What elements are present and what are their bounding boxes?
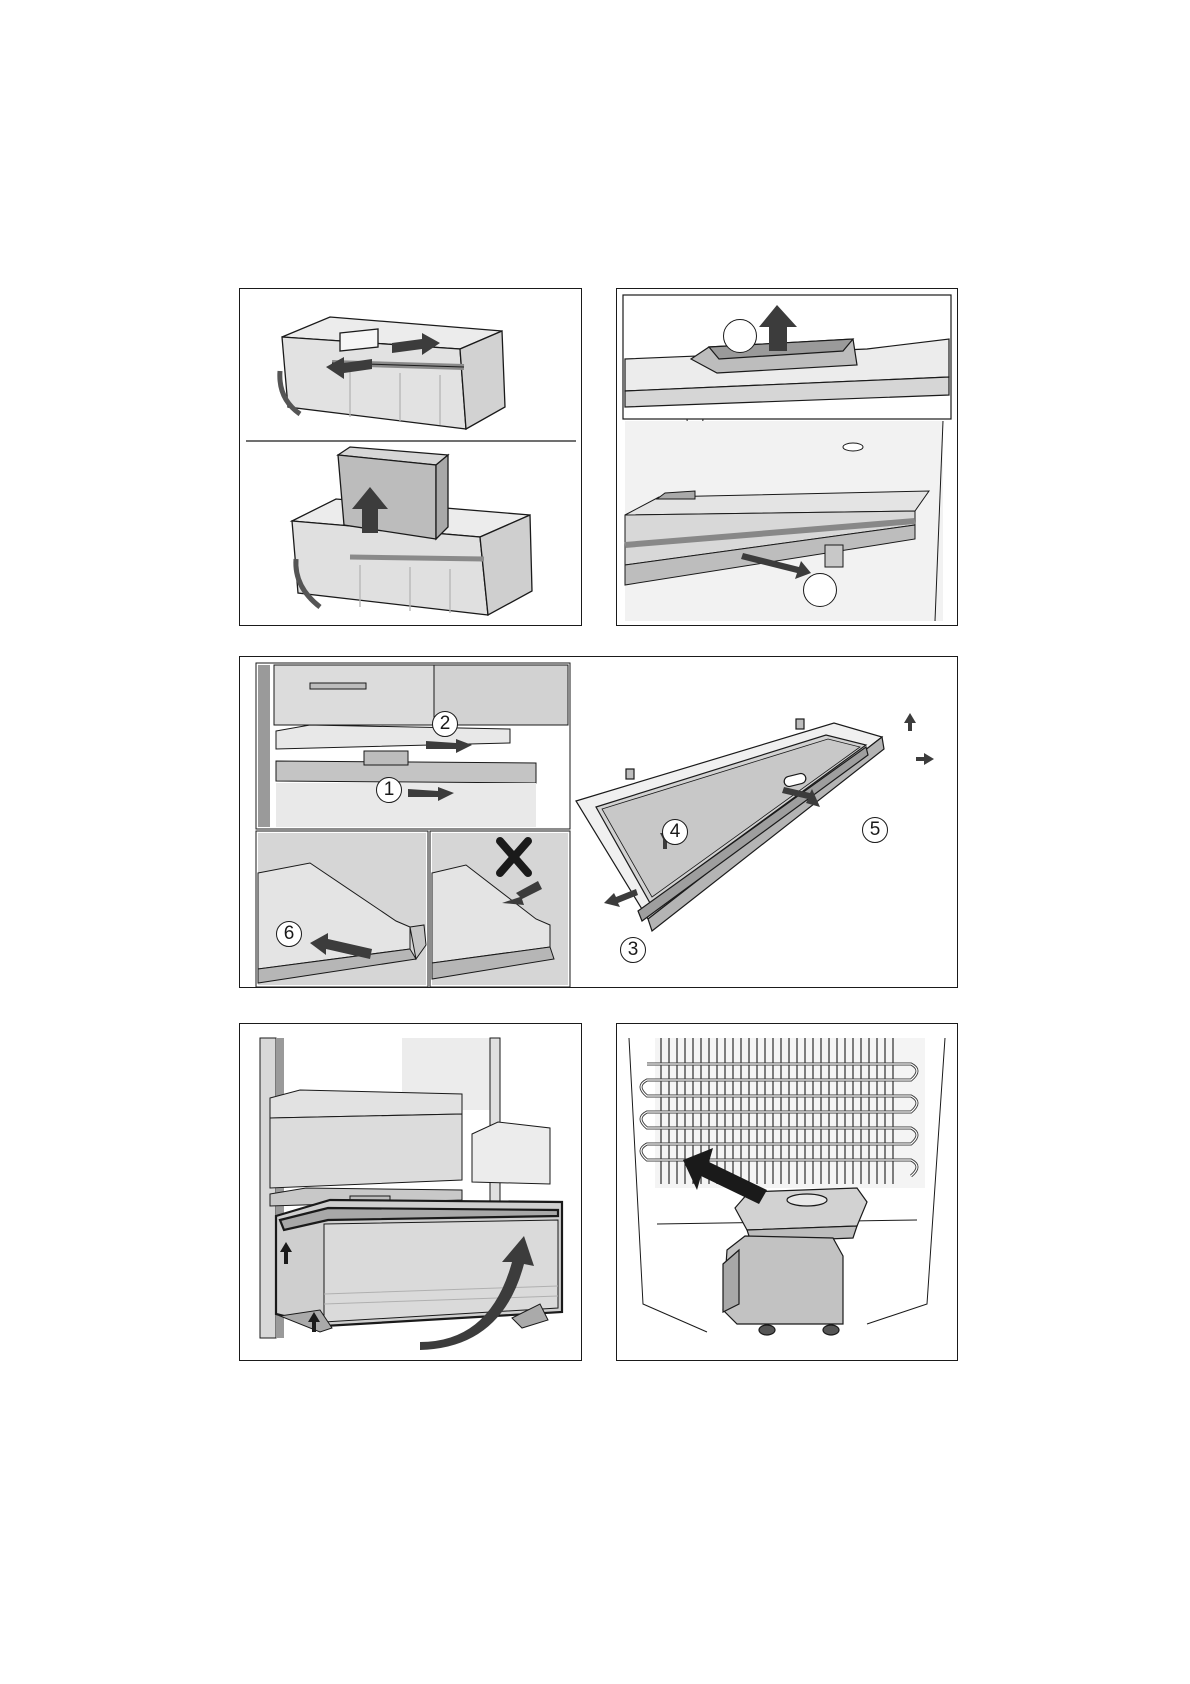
callout-3: 3 [620,937,646,963]
callout-4: 4 [662,819,688,845]
callout-1: 1 [376,777,402,803]
illustration-shelf-removal [616,288,958,626]
callout-5: 5 [862,817,888,843]
callout-blank-top [723,319,757,353]
compressor [723,1236,843,1335]
callout-2: 2 [432,711,458,737]
drawer-with-divider [280,317,505,429]
drip-tray-drawing [617,1024,958,1361]
shelf-front-correct [258,833,426,985]
arrow-frame-3 [604,889,638,907]
callout-blank-bottom [803,573,837,607]
drawer-lift-insert [292,447,532,615]
shelf-removal-drawing [617,289,958,626]
condenser-grille [641,1038,925,1188]
illustration-bottom-drawer [239,1023,582,1361]
illustration-drawer-insert [239,288,582,626]
illustration-glass-shelf: 2 1 6 4 5 3 [239,656,958,988]
fridge-interior [625,421,943,621]
glass-shelf-drawing [240,657,958,988]
drawer-insert-drawing [240,289,582,626]
callout-6: 6 [276,921,302,947]
illustration-drip-tray [616,1023,958,1361]
shelf-front-wrong [432,833,568,985]
bottom-drawer-drawing [240,1024,582,1361]
arrow-frame-top [904,713,934,765]
